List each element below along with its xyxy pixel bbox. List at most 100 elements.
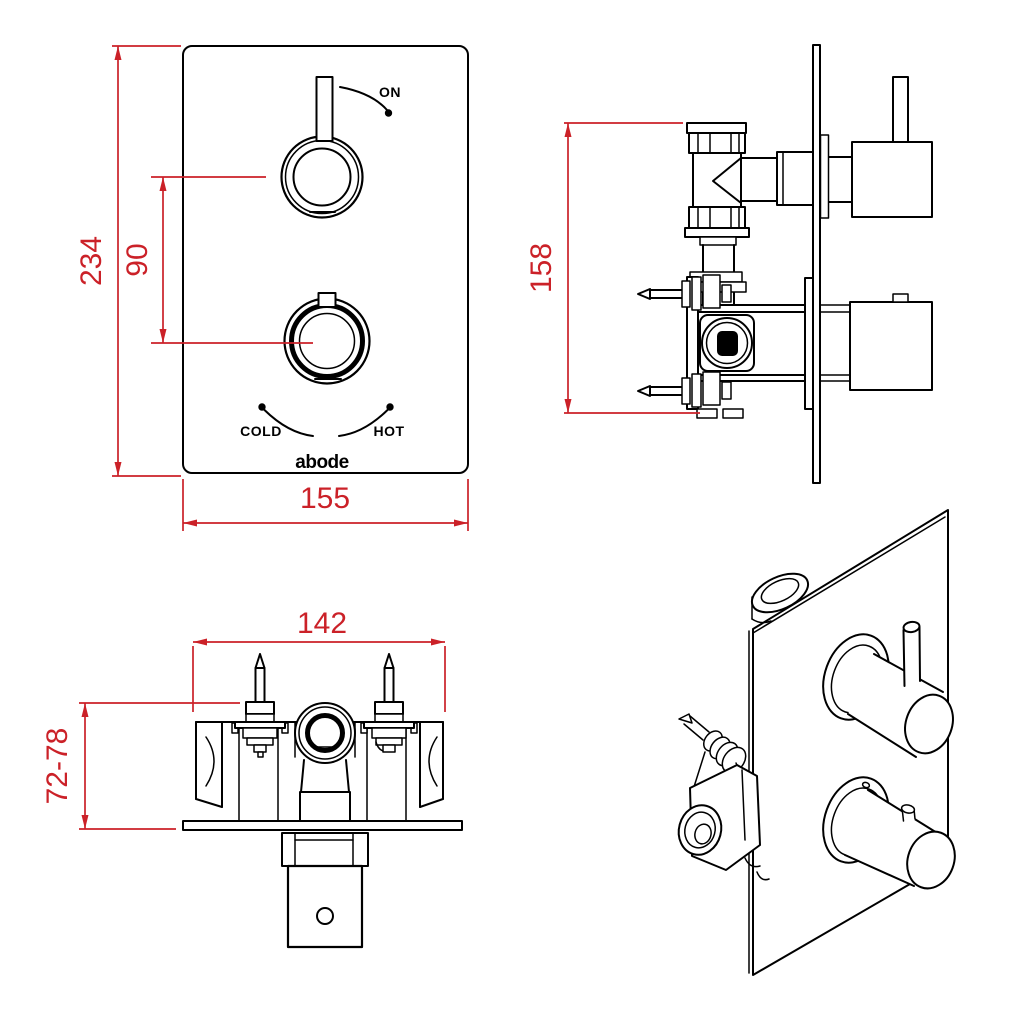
arrowhead-left (183, 519, 197, 527)
spindle-rod (383, 667, 395, 703)
knob-inner-circle (292, 147, 352, 207)
spindle-block (371, 727, 407, 739)
spindle-block (245, 701, 275, 715)
on-indicator-arc (339, 86, 388, 111)
bracket-arm (692, 751, 706, 791)
outlet-port-top (294, 702, 356, 823)
cylinder-edge (844, 854, 915, 887)
upper-knob-body (851, 141, 933, 218)
spindle-tip (637, 385, 651, 397)
spindle-collar (721, 284, 732, 303)
outlet-block (299, 791, 351, 823)
arrowhead-down (564, 399, 572, 413)
fitting-cap (686, 122, 747, 134)
spindle-clip (382, 744, 396, 753)
spindle-rod (683, 723, 704, 741)
knob-inner-circle (298, 312, 356, 370)
port-ring (298, 706, 352, 760)
spindle-clip (257, 751, 264, 758)
spindle-block (246, 737, 274, 746)
arrowhead-up (159, 177, 167, 191)
outlet-bore (760, 577, 800, 605)
temperature-knob (283, 292, 371, 385)
mounting-flange (804, 277, 814, 410)
pin-edge (901, 811, 905, 822)
leg-line (345, 759, 350, 793)
spindle-block (374, 701, 404, 715)
spindle-collar (702, 371, 721, 406)
on-indicator-dot (384, 109, 393, 117)
flange-dot (861, 781, 871, 789)
inlet-port-ring (705, 321, 749, 365)
top-outlet-iso (750, 572, 810, 624)
reducer (699, 236, 737, 246)
wing-notch-arc (428, 736, 438, 787)
rough-in-valve-iso (677, 713, 770, 881)
arrowhead-right (431, 638, 445, 646)
knob-tab (317, 292, 337, 308)
pin-edge (902, 629, 906, 687)
spindle-tip (383, 653, 395, 669)
knob-lever (315, 76, 334, 142)
hot-indicator-dot (386, 403, 394, 411)
valve-body-side (686, 276, 807, 419)
pin-fill (903, 627, 920, 687)
dimension-text: 234 (75, 236, 108, 286)
spindle-tip (678, 713, 693, 724)
pin-edge (918, 626, 921, 682)
arrowhead-down (81, 815, 89, 829)
spindle-rod (689, 715, 710, 733)
hot-indicator-arc (338, 409, 389, 437)
front-view: ON COLD HOT abode 234 (75, 45, 469, 531)
on-off-knob-iso (822, 620, 954, 758)
lower-knob-body (849, 301, 933, 391)
arrowhead-down (114, 462, 122, 476)
spindle-collar (721, 381, 732, 400)
knob-face (906, 830, 956, 890)
mounting-spindle-left-top (231, 653, 289, 758)
spindle-flange (234, 721, 286, 729)
hex-nut-top (281, 832, 369, 867)
plate-thickness-edge (752, 516, 946, 634)
spindle-collar (702, 274, 721, 309)
spindle-collar (681, 377, 691, 405)
spindle-block (242, 727, 278, 739)
outlet-hole (316, 907, 334, 925)
fitting-body (692, 152, 742, 208)
spindle-collar (691, 276, 702, 311)
brand-logo: abode (295, 452, 348, 473)
spindle-tip (637, 288, 651, 300)
temperature-knob-iso (822, 776, 956, 890)
port-outer (294, 702, 356, 764)
mounting-spindle-right-top (360, 653, 418, 753)
mounting-spindle-lower (637, 371, 732, 408)
arrowhead-up (564, 123, 572, 137)
dimension-recess-depth: 72-78 (41, 702, 240, 830)
hot-label: HOT (373, 423, 404, 439)
dimension-text: 72-78 (41, 728, 74, 805)
faceplate-edge-top (182, 820, 463, 831)
spindle-block (375, 737, 403, 746)
on-off-knob (280, 76, 364, 219)
spindle-clip (253, 744, 267, 753)
spindle-block (374, 713, 404, 723)
port-opening (717, 331, 738, 356)
dimension-text: 90 (121, 243, 154, 276)
arrowhead-left (193, 638, 207, 646)
spindle-rod (649, 289, 685, 299)
cylinder-edge (847, 713, 917, 758)
wing-notch-arc (205, 736, 215, 787)
retaining-hook (756, 871, 770, 881)
dimension-body-width: 142 (192, 607, 446, 712)
arrowhead-down (159, 329, 167, 343)
side-port-bore (694, 823, 712, 845)
upper-trim-flange (819, 134, 830, 219)
fitting-cap (684, 227, 750, 238)
spindle-block (245, 713, 275, 723)
side-port-ring (684, 811, 716, 849)
mounting-spindle-upper (637, 274, 732, 311)
outlet-block-bottom (286, 864, 364, 949)
top-view: 142 72-78 (41, 607, 463, 949)
